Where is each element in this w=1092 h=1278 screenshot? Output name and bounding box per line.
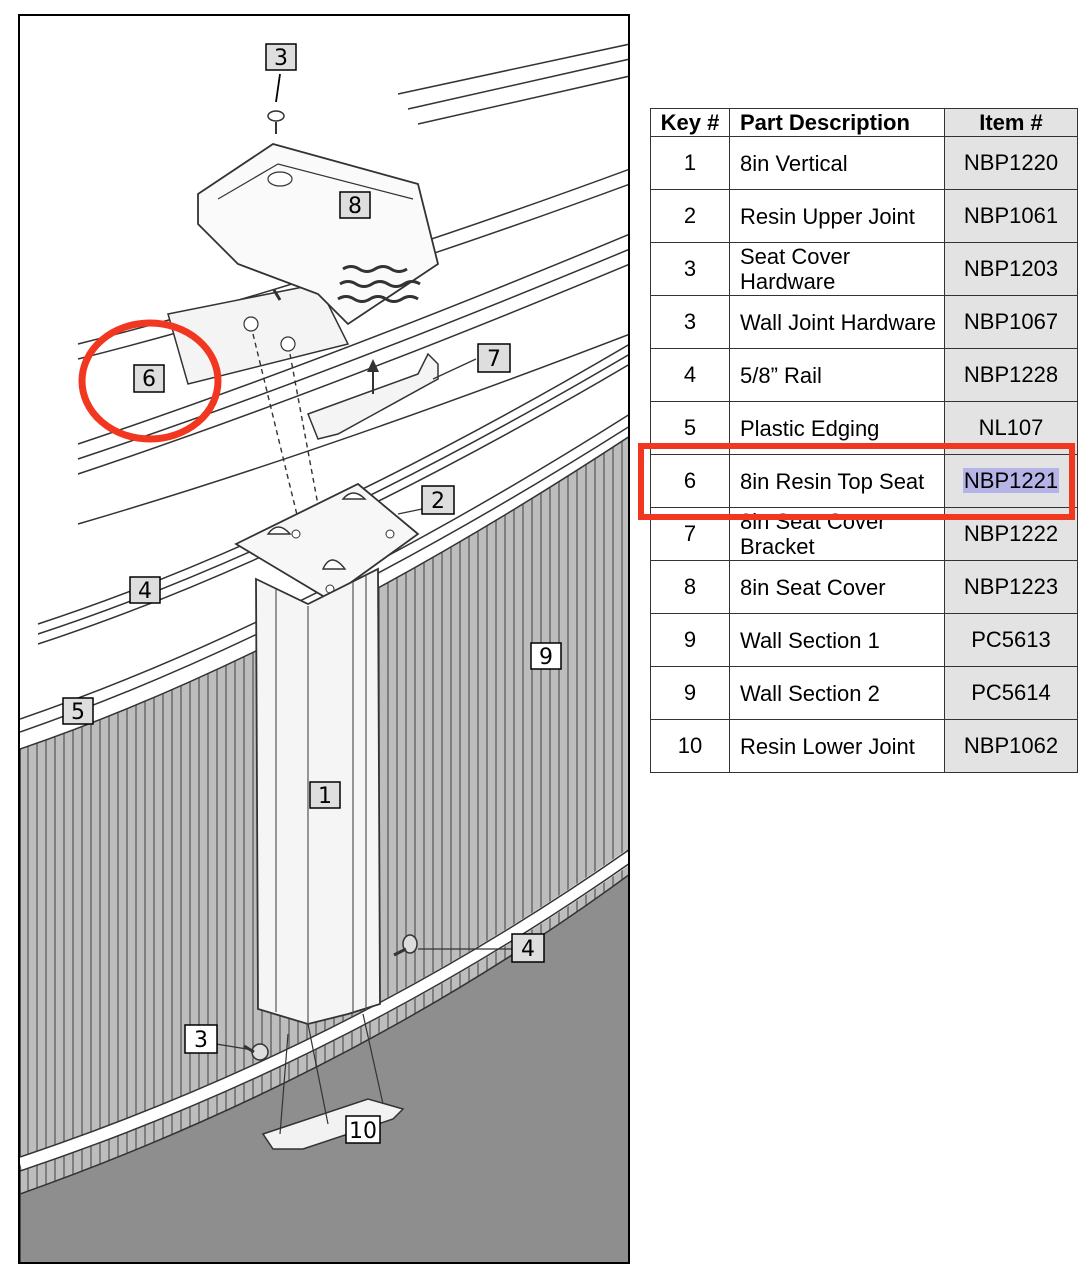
callout-3-bottom: 3	[184, 1024, 218, 1054]
callout-4-right: 4	[511, 933, 545, 963]
header-item: Item #	[944, 108, 1078, 137]
cell-key: 4	[650, 348, 730, 402]
table-row: 5 Plastic Edging NL107	[650, 401, 1078, 455]
seat-cover-part	[197, 143, 440, 326]
seat-cover-bracket-part	[307, 352, 439, 440]
cell-key: 5	[650, 401, 730, 455]
cell-item[interactable]: NBP1067	[944, 295, 1078, 349]
table-row: 2 Resin Upper Joint NBP1061	[650, 189, 1078, 243]
cell-description: Wall Joint Hardware	[729, 295, 945, 349]
table-row: 9 Wall Section 1 PC5613	[650, 613, 1078, 667]
cell-description: Wall Section 1	[729, 613, 945, 667]
cell-item[interactable]: NBP1203	[944, 242, 1078, 296]
cell-description: Plastic Edging	[729, 401, 945, 455]
cell-item[interactable]: NBP1061	[944, 189, 1078, 243]
callout-1: 1	[309, 781, 341, 809]
table-row: 9 Wall Section 2 PC5614	[650, 666, 1078, 720]
assembly-diagram: 3 8 6 7 2 4 9 5 1 4 3 10	[18, 14, 630, 1264]
table-row: 7 8in Seat Cover Bracket NBP1222	[650, 507, 1078, 561]
callout-2: 2	[421, 485, 455, 515]
assembly-drawing: 3 8 6 7 2 4 9 5 1 4 3 10	[18, 14, 630, 1264]
cell-item[interactable]: NBP1220	[944, 136, 1078, 190]
callout-label: 1	[318, 784, 332, 809]
callout-3-top: 3	[265, 43, 297, 71]
callout-label: 3	[194, 1028, 208, 1053]
cell-key: 8	[650, 560, 730, 614]
cell-key: 2	[650, 189, 730, 243]
annotation-circle	[78, 319, 222, 443]
table-row: 1 8in Vertical NBP1220	[650, 136, 1078, 190]
header-key: Key #	[650, 108, 730, 137]
callout-10: 10	[345, 1115, 381, 1144]
cell-description: 5/8” Rail	[729, 348, 945, 402]
callout-label: 4	[138, 579, 152, 604]
upper-joint-part	[234, 482, 420, 601]
cell-item[interactable]: NBP1228	[944, 348, 1078, 402]
cell-item-selected[interactable]: NBP1221	[944, 454, 1078, 508]
cell-key: 1	[650, 136, 730, 190]
callout-9: 9	[530, 642, 562, 670]
lower-joint-part	[261, 1098, 405, 1150]
cell-key: 3	[650, 242, 730, 296]
selected-item-text[interactable]: NBP1221	[962, 468, 1060, 493]
cell-key: 9	[650, 666, 730, 720]
callout-7: 7	[477, 343, 511, 373]
table-row: 10 Resin Lower Joint NBP1062	[650, 719, 1078, 773]
cell-item[interactable]: NBP1062	[944, 719, 1078, 773]
callout-label: 6	[142, 367, 156, 392]
cell-description: 8in Vertical	[729, 136, 945, 190]
cell-key: 9	[650, 613, 730, 667]
table-row: 8 8in Seat Cover NBP1223	[650, 560, 1078, 614]
ground-area	[20, 874, 628, 1262]
cell-key: 7	[650, 507, 730, 561]
table-row: 3 Wall Joint Hardware NBP1067	[650, 295, 1078, 349]
cell-description: Resin Lower Joint	[729, 719, 945, 773]
callout-label: 9	[539, 645, 553, 670]
callout-label: 5	[71, 700, 85, 725]
callout-label: 2	[431, 489, 445, 514]
callout-label: 10	[349, 1119, 377, 1144]
cell-key: 6	[650, 454, 730, 508]
cell-item[interactable]: PC5614	[944, 666, 1078, 720]
callout-4-left: 4	[129, 576, 161, 604]
cell-item[interactable]: NBP1222	[944, 507, 1078, 561]
table-row: 3 Seat Cover Hardware NBP1203	[650, 242, 1078, 296]
cell-description: Wall Section 2	[729, 666, 945, 720]
header-description: Part Description	[729, 108, 945, 137]
cell-item[interactable]: PC5613	[944, 613, 1078, 667]
callout-label: 3	[274, 46, 288, 71]
cell-description: Seat Cover Hardware	[729, 242, 945, 296]
cell-description: 8in Resin Top Seat	[729, 454, 945, 508]
callout-label: 8	[348, 194, 362, 219]
callout-8: 8	[339, 191, 371, 219]
callout-label: 7	[487, 347, 501, 372]
cell-description: Resin Upper Joint	[729, 189, 945, 243]
cell-item[interactable]: NBP1223	[944, 560, 1078, 614]
table-header-row: Key # Part Description Item #	[650, 108, 1078, 137]
callout-6: 6	[133, 364, 165, 393]
cell-key: 10	[650, 719, 730, 773]
callout-5: 5	[62, 697, 94, 725]
cell-item[interactable]: NL107	[944, 401, 1078, 455]
callout-label: 4	[521, 937, 535, 962]
cell-description: 8in Seat Cover	[729, 560, 945, 614]
cell-description: 8in Seat Cover Bracket	[729, 507, 945, 561]
table-row: 4 5/8” Rail NBP1228	[650, 348, 1078, 402]
table-row-highlighted: 6 8in Resin Top Seat NBP1221	[650, 454, 1078, 508]
parts-table: Key # Part Description Item # 1 8in Vert…	[650, 108, 1078, 773]
cell-key: 3	[650, 295, 730, 349]
